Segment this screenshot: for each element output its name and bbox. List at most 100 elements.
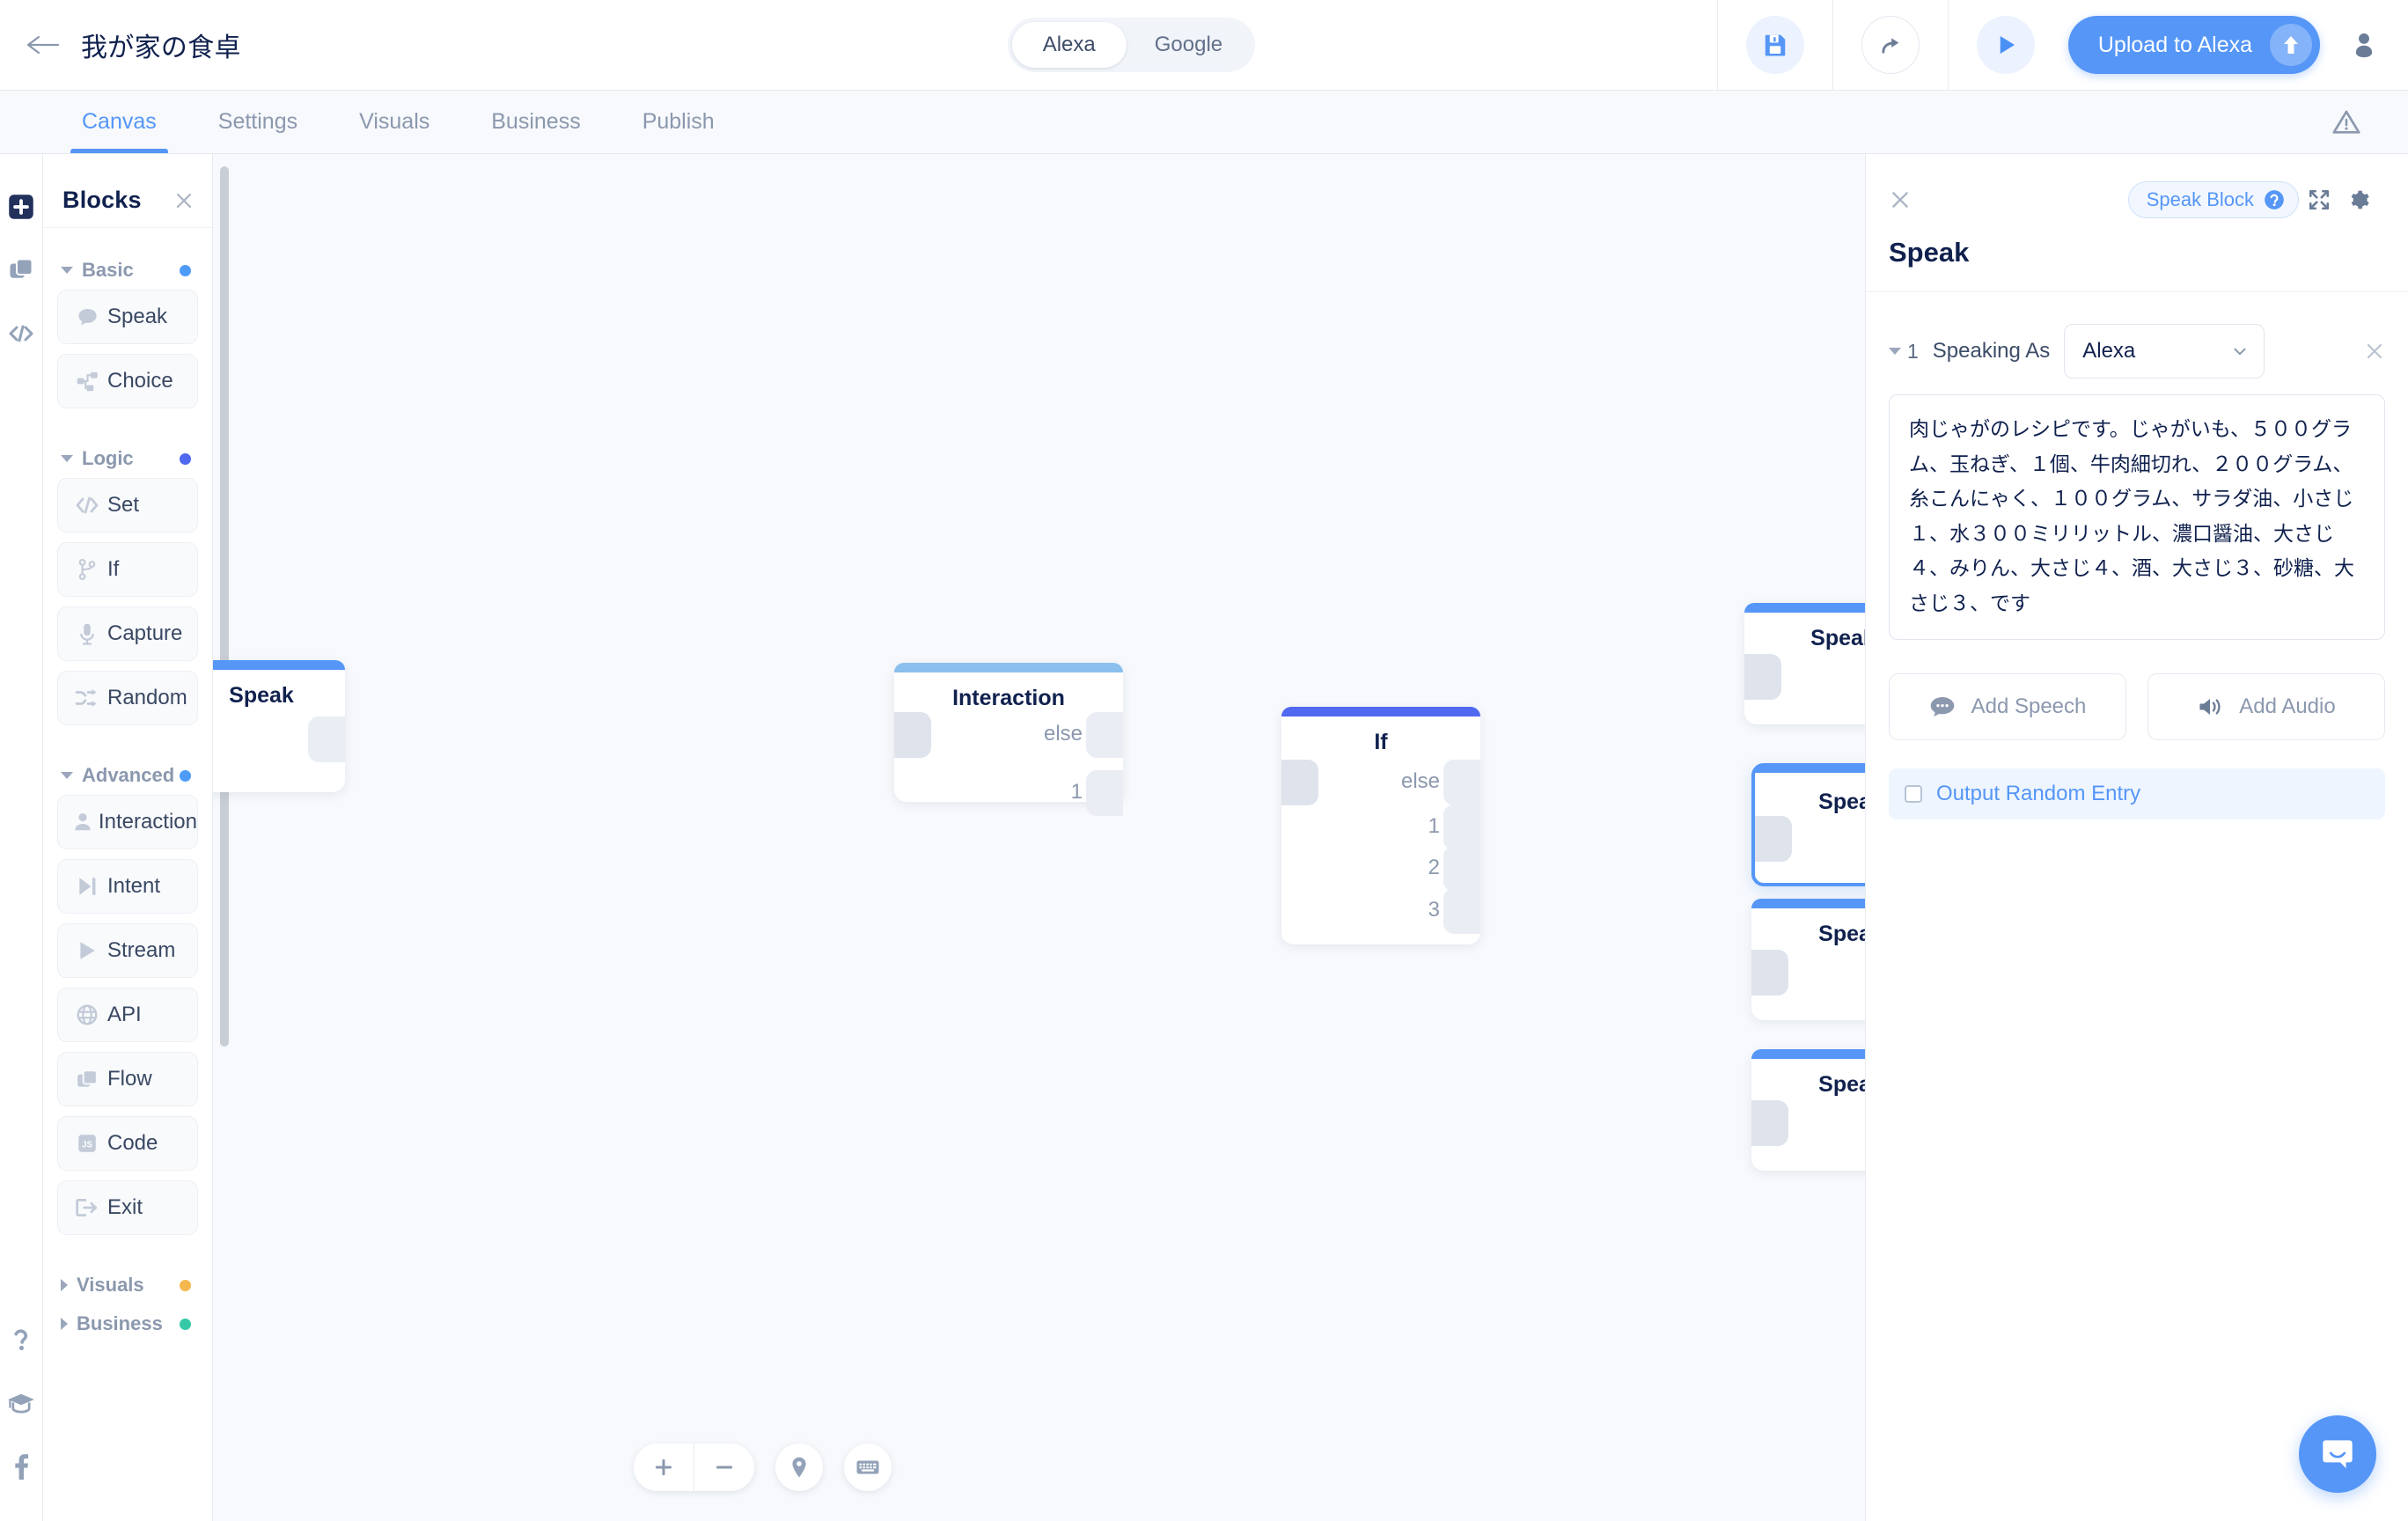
header-right: Upload to Alexa bbox=[1716, 0, 2408, 91]
intercom-chat-button[interactable] bbox=[2299, 1415, 2376, 1493]
graduation-cap-icon bbox=[8, 1393, 34, 1414]
properties-panel-title: Speak bbox=[1866, 230, 2408, 292]
save-button[interactable] bbox=[1745, 16, 1804, 74]
rail-help-button[interactable] bbox=[0, 1308, 43, 1371]
node-output-port-else[interactable] bbox=[1443, 760, 1480, 805]
voice-select[interactable]: Alexa bbox=[2064, 324, 2265, 378]
node-output-port-1[interactable] bbox=[1086, 770, 1123, 816]
node-port-label-else: else bbox=[1043, 722, 1083, 746]
locate-button[interactable] bbox=[775, 1444, 823, 1491]
left-icon-rail bbox=[0, 154, 43, 1521]
canvas-node-speak-4[interactable]: Speak bbox=[1751, 899, 1865, 1020]
block-item-intent[interactable]: Intent bbox=[57, 859, 198, 914]
canvas-node-speak-5[interactable]: Speak bbox=[1751, 1049, 1865, 1171]
rail-facebook-button[interactable] bbox=[0, 1435, 43, 1498]
blocks-panel-close-button[interactable] bbox=[173, 190, 195, 211]
node-output-port-3[interactable] bbox=[1443, 888, 1480, 934]
blocks-panel-scroll[interactable]: Basic Speak bbox=[43, 228, 212, 1521]
node-output-port-2[interactable] bbox=[1443, 846, 1480, 892]
canvas-node-speak-3[interactable]: Speak bbox=[1751, 763, 1865, 886]
group-logic-left: Logic bbox=[61, 447, 134, 470]
add-buttons-row: Add Speech Add Audio bbox=[1889, 673, 2385, 741]
branch-icon bbox=[67, 558, 107, 581]
output-random-entry-checkbox[interactable] bbox=[1905, 785, 1922, 804]
share-button[interactable] bbox=[1861, 16, 1920, 74]
panel-settings-button[interactable] bbox=[2339, 188, 2380, 211]
add-audio-button[interactable]: Add Audio bbox=[2147, 673, 2385, 741]
toggle-option-alexa[interactable]: Alexa bbox=[1011, 22, 1127, 68]
expand-panel-button[interactable] bbox=[2299, 188, 2339, 211]
block-item-random[interactable]: Random bbox=[57, 671, 198, 725]
block-item-api[interactable]: API bbox=[57, 988, 198, 1042]
block-item-if[interactable]: If bbox=[57, 542, 198, 597]
add-speech-button[interactable]: Add Speech bbox=[1889, 673, 2126, 741]
block-item-choice[interactable]: Choice bbox=[57, 354, 198, 408]
zoom-out-button[interactable] bbox=[694, 1444, 754, 1491]
canvas-node-interaction[interactable]: Interaction else 1 bbox=[894, 663, 1123, 816]
avatar[interactable] bbox=[2320, 30, 2408, 60]
properties-panel-close-button[interactable] bbox=[1889, 188, 1912, 211]
rail-plus-button[interactable] bbox=[0, 175, 43, 239]
tab-bar-spacer bbox=[745, 91, 2331, 153]
tab-canvas[interactable]: Canvas bbox=[51, 91, 187, 153]
group-business-dot bbox=[180, 1318, 191, 1330]
tab-publish[interactable]: Publish bbox=[642, 109, 715, 134]
block-item-capture[interactable]: Capture bbox=[57, 606, 198, 661]
blocks-group-basic[interactable]: Basic bbox=[57, 251, 198, 290]
block-item-interaction[interactable]: Interaction bbox=[57, 795, 198, 849]
block-item-set[interactable]: Set bbox=[57, 478, 198, 533]
node-header-bar bbox=[894, 663, 1123, 672]
node-output-port-1[interactable] bbox=[1443, 805, 1480, 850]
block-item-code[interactable]: JS Code bbox=[57, 1116, 198, 1171]
blocks-group-logic[interactable]: Logic bbox=[57, 439, 198, 478]
warning-button[interactable] bbox=[2331, 91, 2408, 153]
back-arrow-icon[interactable] bbox=[23, 26, 62, 64]
flow-canvas[interactable]: Speak Interaction else 1 If else bbox=[213, 154, 1866, 1521]
node-title: Speak bbox=[229, 683, 294, 708]
tab-business[interactable]: Business bbox=[491, 109, 581, 134]
block-item-speak[interactable]: Speak bbox=[57, 290, 198, 344]
node-input-port[interactable] bbox=[1281, 760, 1318, 805]
tab-visuals[interactable]: Visuals bbox=[359, 109, 430, 134]
zoom-control-pill bbox=[634, 1444, 754, 1491]
upload-to-alexa-button[interactable]: Upload to Alexa bbox=[2067, 16, 2320, 74]
node-input-port[interactable] bbox=[894, 712, 931, 758]
speaking-as-index: 1 bbox=[1907, 339, 1919, 363]
node-output-port-else[interactable] bbox=[1086, 712, 1123, 758]
block-item-exit[interactable]: Exit bbox=[57, 1180, 198, 1235]
remove-speech-button[interactable] bbox=[2355, 341, 2385, 362]
help-circle-icon bbox=[2265, 190, 2284, 209]
canvas-node-if[interactable]: If else 1 2 3 bbox=[1281, 707, 1480, 944]
node-input-port[interactable] bbox=[1751, 1100, 1788, 1146]
keyboard-shortcuts-button[interactable] bbox=[844, 1444, 892, 1491]
exit-icon bbox=[67, 1197, 107, 1218]
rail-code-button[interactable] bbox=[0, 302, 43, 365]
canvas-node-speak-1[interactable]: Speak bbox=[213, 660, 345, 792]
node-output-port[interactable] bbox=[308, 716, 345, 762]
canvas-scrollbar-thumb[interactable] bbox=[220, 166, 229, 1047]
rail-learn-button[interactable] bbox=[0, 1371, 43, 1435]
speech-text-input[interactable]: 肉じゃがのレシピです。じゃがいも、５００グラム、玉ねぎ、１個、牛肉細切れ、２００… bbox=[1889, 394, 2385, 641]
tab-settings[interactable]: Settings bbox=[217, 109, 298, 134]
blocks-group-visuals[interactable]: Visuals bbox=[57, 1266, 198, 1304]
block-item-flow[interactable]: Flow bbox=[57, 1052, 198, 1106]
blocks-group-advanced[interactable]: Advanced bbox=[57, 756, 198, 795]
output-random-entry-row[interactable]: Output Random Entry bbox=[1889, 768, 2385, 820]
speaking-as-index-group[interactable]: 1 bbox=[1889, 340, 1919, 364]
node-input-port[interactable] bbox=[1751, 950, 1788, 996]
block-item-speak-label: Speak bbox=[107, 305, 168, 328]
canvas-node-speak-2[interactable]: Speak bbox=[1744, 603, 1865, 724]
platform-toggle[interactable]: Alexa Google bbox=[1007, 18, 1256, 72]
block-item-stream[interactable]: Stream bbox=[57, 923, 198, 978]
node-input-port[interactable] bbox=[1744, 654, 1781, 700]
speak-block-help-chip[interactable]: Speak Block bbox=[2127, 181, 2299, 218]
main-body: Blocks Basic bbox=[0, 154, 2408, 1521]
block-item-capture-label: Capture bbox=[107, 621, 183, 645]
rail-flow-button[interactable] bbox=[0, 239, 43, 302]
play-button[interactable] bbox=[1976, 16, 2035, 74]
zoom-in-button[interactable] bbox=[634, 1444, 694, 1491]
blocks-group-business[interactable]: Business bbox=[57, 1304, 198, 1343]
toggle-option-google[interactable]: Google bbox=[1154, 33, 1223, 56]
top-header: 我が家の食卓 Alexa Google bbox=[0, 0, 2408, 91]
node-input-port[interactable] bbox=[1755, 816, 1792, 862]
